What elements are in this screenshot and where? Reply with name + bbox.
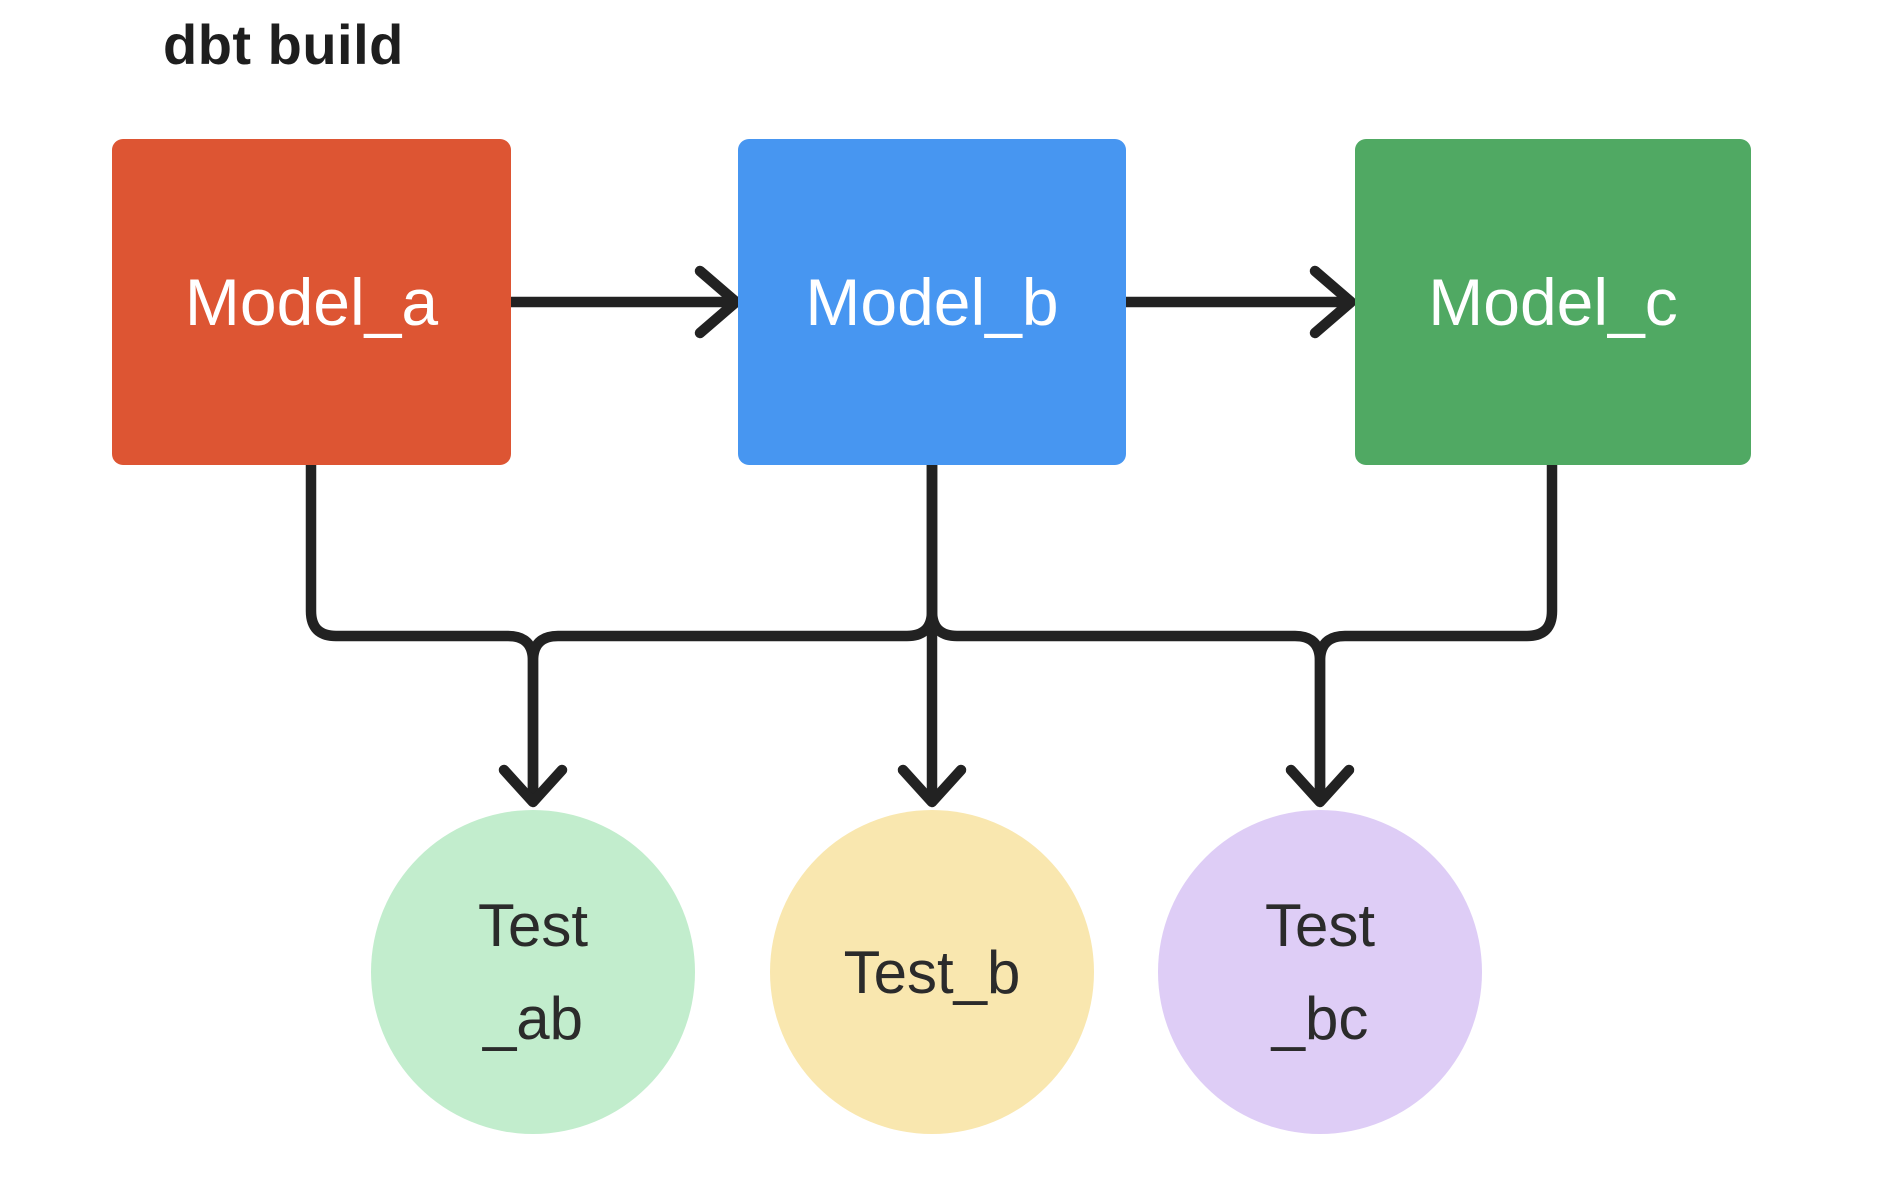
node-label-model-a: Model_a	[184, 265, 439, 339]
arrowhead-test-ab	[498, 764, 568, 808]
node-model-c: Model_c	[1355, 139, 1751, 465]
node-test-bc: Test _bc	[1158, 810, 1482, 1134]
node-model-a: Model_a	[112, 139, 511, 465]
node-test-ab: Test _ab	[371, 810, 695, 1134]
arrowhead-model-b	[694, 265, 742, 339]
node-label-test-bc-line2: _bc	[1271, 985, 1369, 1052]
edge-model-a-test-ab	[305, 459, 539, 805]
edge-model-b-test-bc	[926, 459, 1326, 805]
edge-model-c-test-bc	[1314, 459, 1558, 805]
node-label-model-b: Model_b	[805, 265, 1059, 339]
diagram-title: dbt build	[163, 13, 404, 76]
node-label-test-bc-line1: Test	[1264, 892, 1376, 959]
edge-strokes	[305, 265, 1558, 808]
arrowhead-model-c	[1309, 265, 1357, 339]
node-label-test-b-line1: Test_b	[843, 938, 1021, 1006]
node-label-test-ab-line2: _ab	[482, 985, 584, 1052]
arrowhead-test-bc	[1285, 764, 1355, 808]
node-test-b: Test_b	[770, 810, 1094, 1134]
edge-model-b-test-ab	[527, 459, 938, 805]
node-label-model-c: Model_c	[1428, 265, 1678, 339]
node-model-b: Model_b	[738, 139, 1126, 465]
arrowhead-test-b	[897, 764, 967, 808]
node-label-test-ab-line1: Test	[477, 892, 589, 959]
